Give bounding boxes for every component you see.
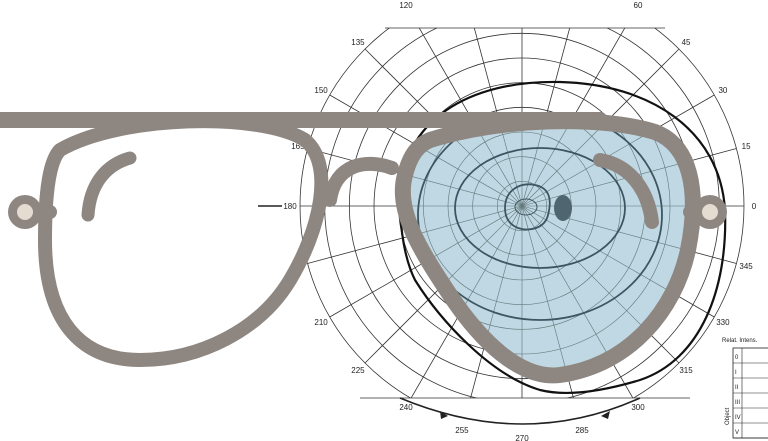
angle-label: 270 <box>515 434 529 441</box>
grid-spoke <box>464 121 523 207</box>
angle-label: 255 <box>455 426 469 435</box>
grid-spoke <box>410 121 523 207</box>
isopter-small <box>504 183 551 231</box>
angle-label: 240 <box>399 403 413 412</box>
grid-spoke <box>521 121 580 207</box>
left-lens-highlight <box>81 151 137 222</box>
legend-row-label: V <box>735 430 739 436</box>
angle-label: 300 <box>631 403 645 412</box>
angle-label: 150 <box>314 86 328 95</box>
isopter-large <box>417 121 663 321</box>
grid-spoke <box>521 121 634 207</box>
grid-spoke <box>402 148 523 207</box>
isopter-central <box>514 198 538 216</box>
right-lens-highlight <box>593 153 659 229</box>
angle-label: 120 <box>399 1 413 10</box>
angle-label: 210 <box>314 318 328 327</box>
glasses-frame <box>0 112 712 384</box>
legend-side-label: Object <box>725 407 731 425</box>
bottom-arrow-arc <box>399 397 641 425</box>
angle-label: 345 <box>739 262 753 271</box>
angle-label: 315 <box>679 366 693 375</box>
legend-title: Relat. Intens. <box>722 338 758 344</box>
angle-label: 330 <box>716 318 730 327</box>
angle-label: 285 <box>575 426 589 435</box>
legend-row-label: 0 <box>735 355 739 361</box>
legend-row-label: II <box>735 385 739 391</box>
angle-label: 225 <box>351 366 365 375</box>
angle-label: 0 <box>752 202 757 211</box>
angle-label: 180 <box>283 202 297 211</box>
outer-isopter <box>398 80 727 395</box>
angle-label: 165 <box>291 142 305 151</box>
grid-spoke <box>464 205 523 376</box>
right-hinge-inner <box>702 204 718 220</box>
arrow-left-icon <box>440 411 448 419</box>
nose-bridge <box>323 156 399 207</box>
angle-label: 135 <box>351 38 365 47</box>
legend-row-label: IV <box>735 415 741 421</box>
blind-spot <box>554 195 572 221</box>
legend-row-label: I <box>735 370 737 376</box>
arrow-right-icon <box>601 411 610 419</box>
grid-spoke <box>521 205 580 376</box>
left-hinge-inner <box>17 204 33 220</box>
angle-label: 45 <box>682 38 691 47</box>
legend-row-label: III <box>735 400 740 406</box>
angle-label: 60 <box>634 1 643 10</box>
grid-spoke <box>521 121 693 207</box>
isopter-medium <box>454 147 626 269</box>
angle-label: 30 <box>718 86 727 95</box>
right-lens-rim <box>394 113 701 384</box>
angle-label: 15 <box>742 142 751 151</box>
left-lens-rim <box>38 114 329 367</box>
